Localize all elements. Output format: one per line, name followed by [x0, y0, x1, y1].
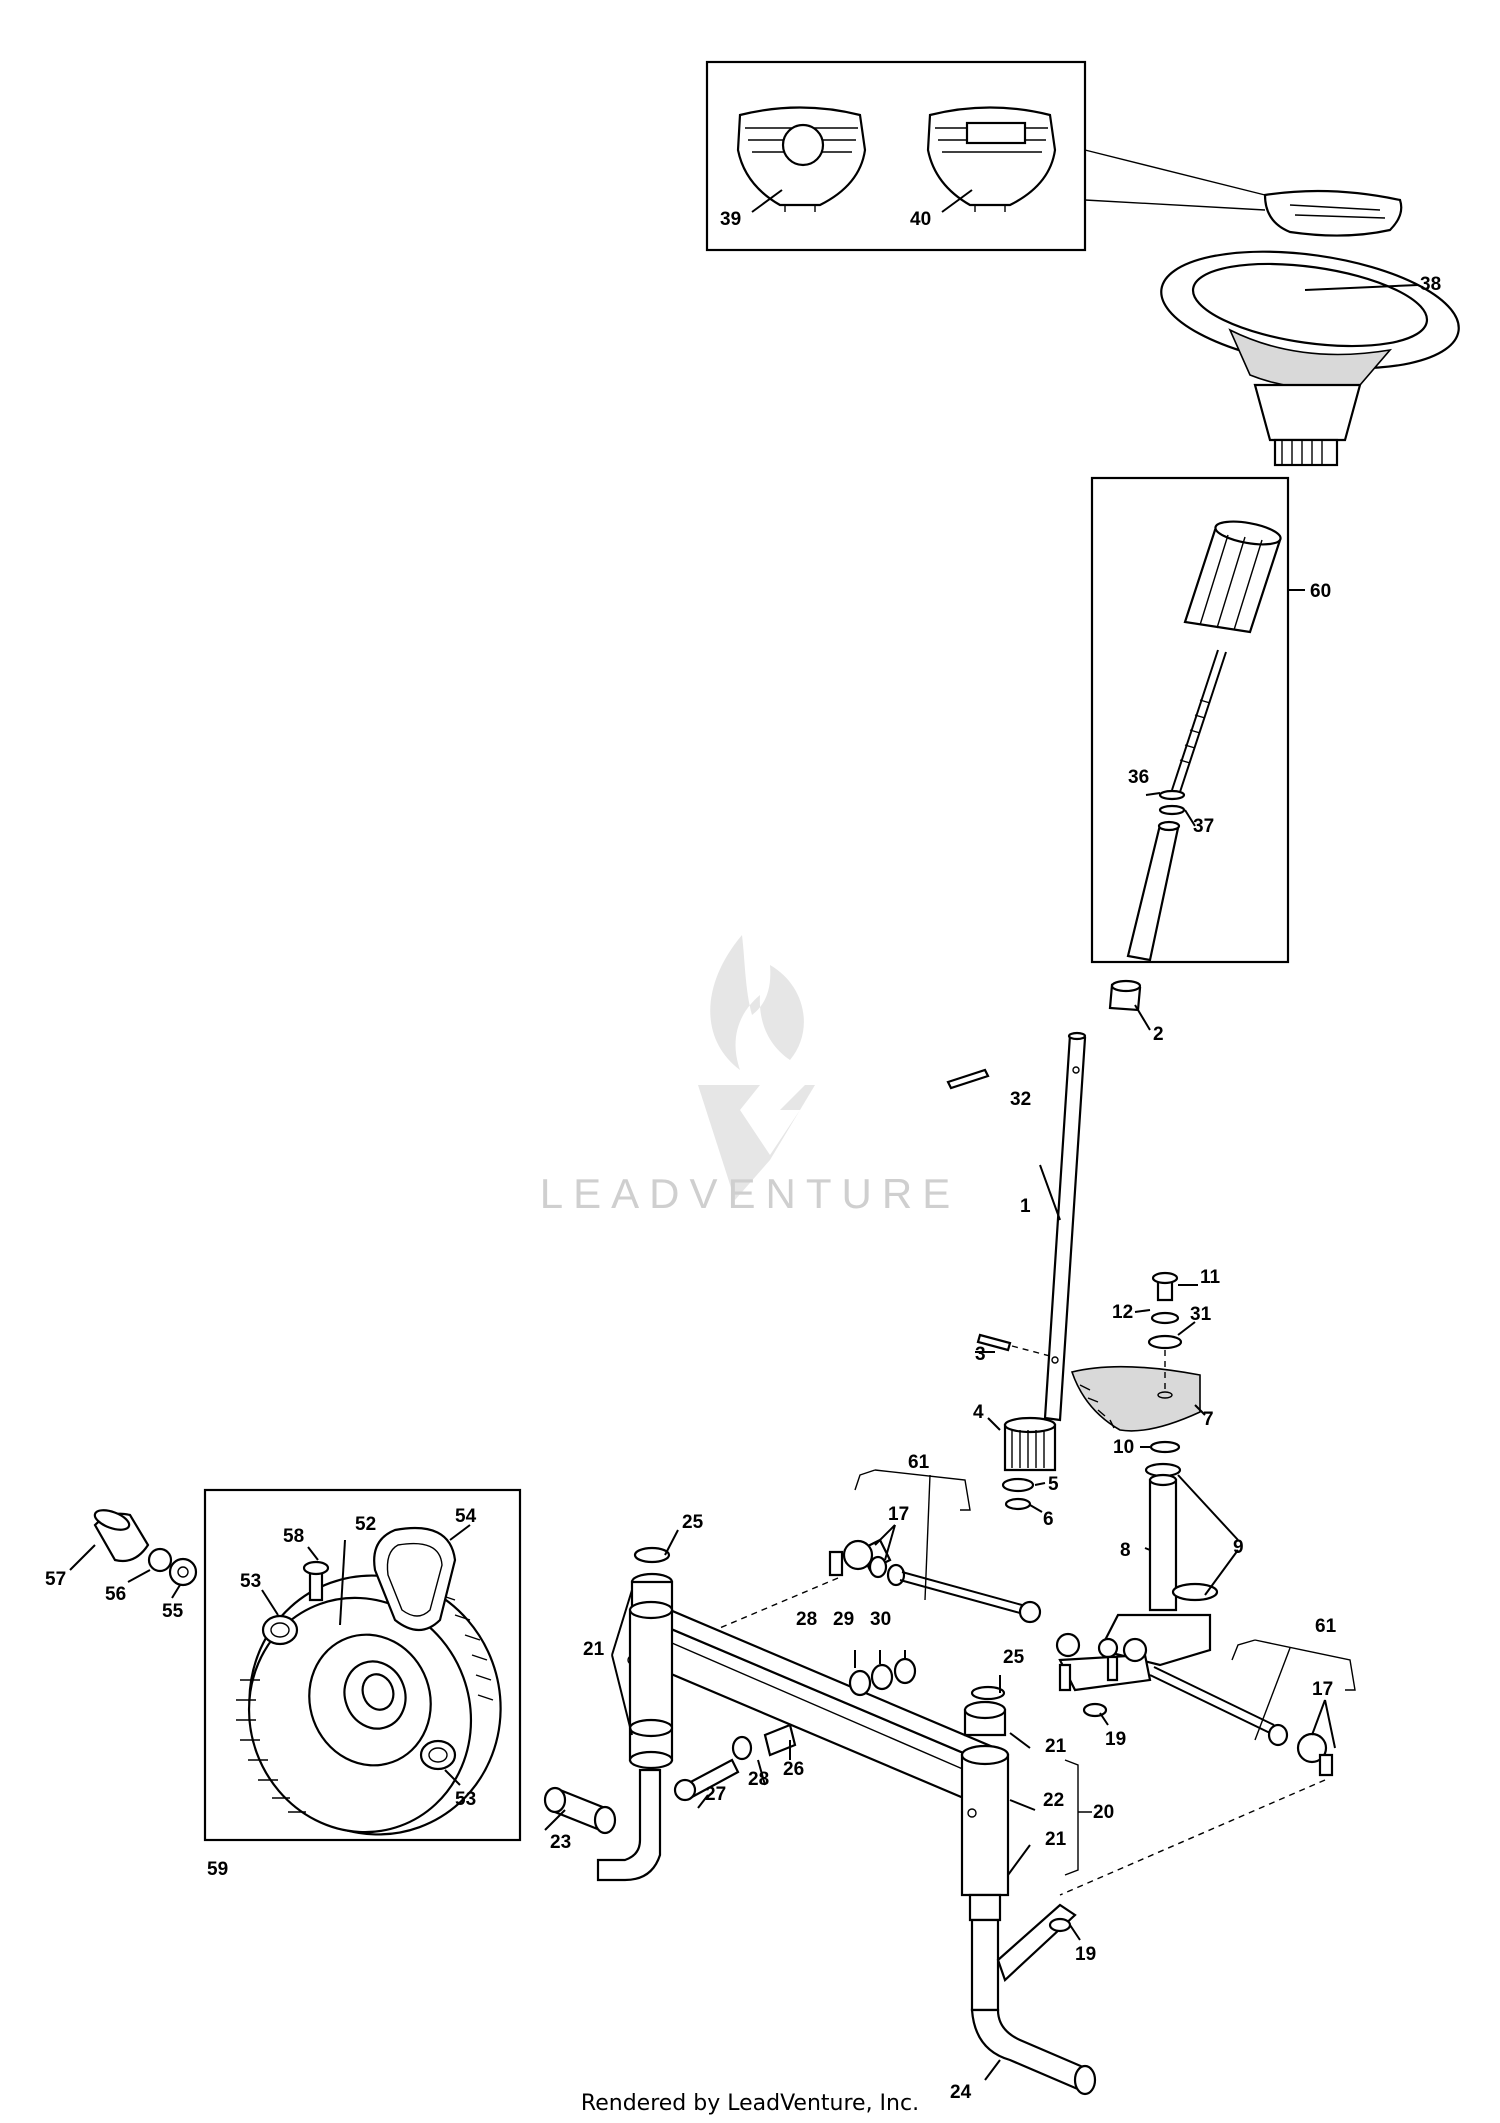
callout-61-left: 61	[908, 1452, 930, 1473]
callout-53-lower: 53	[455, 1789, 476, 1810]
callout-9: 9	[1233, 1537, 1244, 1558]
callout-19-lower: 19	[1075, 1944, 1096, 1965]
assembly-line	[714, 1577, 839, 1631]
callout-28-upper: 28	[796, 1609, 817, 1630]
callout-21-right-lower: 21	[1045, 1829, 1067, 1850]
right-spindle	[970, 1903, 1097, 2096]
callout-23: 23	[550, 1832, 571, 1853]
callout-10: 10	[1113, 1437, 1134, 1458]
callout-39: 39	[720, 209, 741, 230]
callout-56: 56	[105, 1584, 126, 1605]
callout-6: 6	[1043, 1509, 1054, 1530]
footer-credit: Rendered by LeadVenture, Inc.	[581, 2091, 919, 2116]
axle-pivot-hardware	[673, 1657, 917, 1802]
callout-61-right: 61	[1315, 1616, 1337, 1637]
callout-21-left: 21	[583, 1639, 605, 1660]
callout-3: 3	[975, 1344, 986, 1365]
assembly-line	[1059, 1779, 1326, 1896]
leader-lines	[69, 284, 1419, 2081]
callout-25-right: 25	[1003, 1647, 1025, 1668]
callout-labels: 1 2 3 4 5 6 7 8 9 10 11 12 17 17 19 19 2…	[45, 209, 1441, 2103]
steering-wheel	[1160, 250, 1460, 467]
steering-shaft	[1043, 1031, 1087, 1422]
callout-12: 12	[1112, 1302, 1133, 1323]
bushing	[1108, 979, 1142, 1012]
callout-30: 30	[870, 1609, 891, 1630]
callout-17-right: 17	[1312, 1679, 1333, 1700]
steering-column-box	[1090, 476, 1305, 964]
callout-38: 38	[1420, 274, 1441, 295]
callout-26: 26	[783, 1759, 804, 1780]
leadventure-watermark-logo	[698, 935, 815, 1200]
sector-gear-assembly	[1070, 1271, 1201, 1454]
callout-60: 60	[1310, 581, 1331, 602]
callout-36: 36	[1128, 767, 1149, 788]
callout-19-upper: 19	[1105, 1729, 1126, 1750]
callout-17-left: 17	[888, 1504, 909, 1525]
right-pivot-tube	[960, 1685, 1010, 1922]
callout-27: 27	[705, 1784, 726, 1805]
callout-21-right-upper: 21	[1045, 1736, 1067, 1757]
callout-57: 57	[45, 1569, 66, 1590]
callout-52: 52	[355, 1514, 376, 1535]
watermark-text: LEADVENTURE	[540, 1170, 960, 1217]
tie-rod-left	[828, 1469, 1042, 1624]
steering-cap-inset	[705, 60, 1266, 252]
callout-22: 22	[1043, 1790, 1064, 1811]
callout-58: 58	[283, 1526, 304, 1547]
wheel-bushing-hardware	[93, 1509, 198, 1587]
callout-28-lower: 28	[748, 1769, 769, 1790]
left-pivot-tube	[628, 1546, 674, 1770]
wheel-inset	[203, 1488, 522, 1842]
front-axle-beam	[627, 1608, 1003, 1807]
callout-29: 29	[833, 1609, 854, 1630]
steering-spindle	[1055, 1462, 1219, 1718]
callout-53-upper: 53	[240, 1571, 261, 1592]
steering-cap	[1263, 189, 1403, 237]
callout-20: 20	[1093, 1802, 1114, 1823]
roll-pins	[946, 1068, 1051, 1357]
callout-8: 8	[1120, 1540, 1131, 1561]
callout-59: 59	[207, 1859, 228, 1880]
callout-24: 24	[950, 2082, 972, 2103]
callout-1: 1	[1020, 1196, 1031, 1217]
callout-4: 4	[973, 1402, 984, 1423]
tie-rod-right	[1149, 1639, 1356, 1777]
callout-40: 40	[910, 209, 931, 230]
callout-7: 7	[1203, 1409, 1214, 1430]
callout-55: 55	[162, 1601, 184, 1622]
callout-31: 31	[1190, 1304, 1212, 1325]
left-spindle	[543, 1768, 662, 1882]
callout-32: 32	[1010, 1089, 1031, 1110]
callout-11: 11	[1200, 1267, 1221, 1288]
callout-54: 54	[455, 1506, 477, 1527]
pinion-gear	[1001, 1416, 1057, 1511]
callout-37: 37	[1193, 816, 1214, 837]
callout-2: 2	[1153, 1024, 1164, 1045]
callout-25-left: 25	[682, 1512, 704, 1533]
callout-5: 5	[1048, 1474, 1059, 1495]
